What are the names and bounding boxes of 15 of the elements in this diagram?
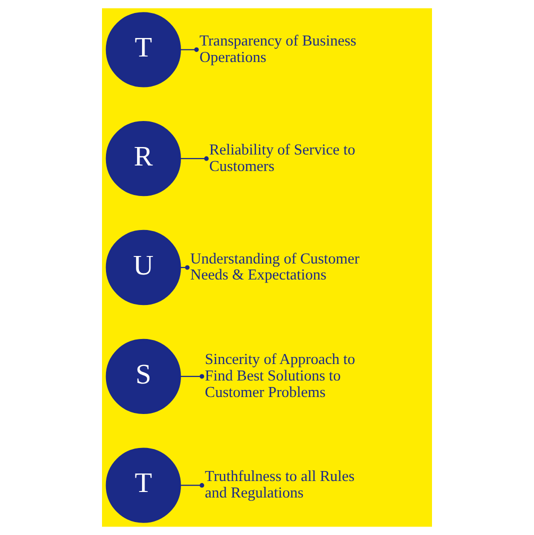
connector <box>180 156 209 161</box>
node-text: Truthfulness to all Rules and Regulations <box>204 468 355 502</box>
node-text: Transparency of Business Operations <box>199 32 356 66</box>
node-circle: R <box>106 121 181 196</box>
connector <box>180 265 190 270</box>
node-text: Understanding of Customer Needs & Expectations <box>190 250 360 284</box>
node-circle: U <box>106 230 181 306</box>
node-circle: S <box>106 338 181 414</box>
connector <box>180 374 204 379</box>
node-text: Sincerity of Approach to Find Best Solutions to Customer Problems <box>204 351 356 401</box>
connector <box>180 483 204 488</box>
connector <box>180 47 199 52</box>
node-circle: T <box>106 12 181 88</box>
node-text: Reliability of Service to Customers <box>209 141 356 175</box>
node-circle: T <box>106 448 181 523</box>
